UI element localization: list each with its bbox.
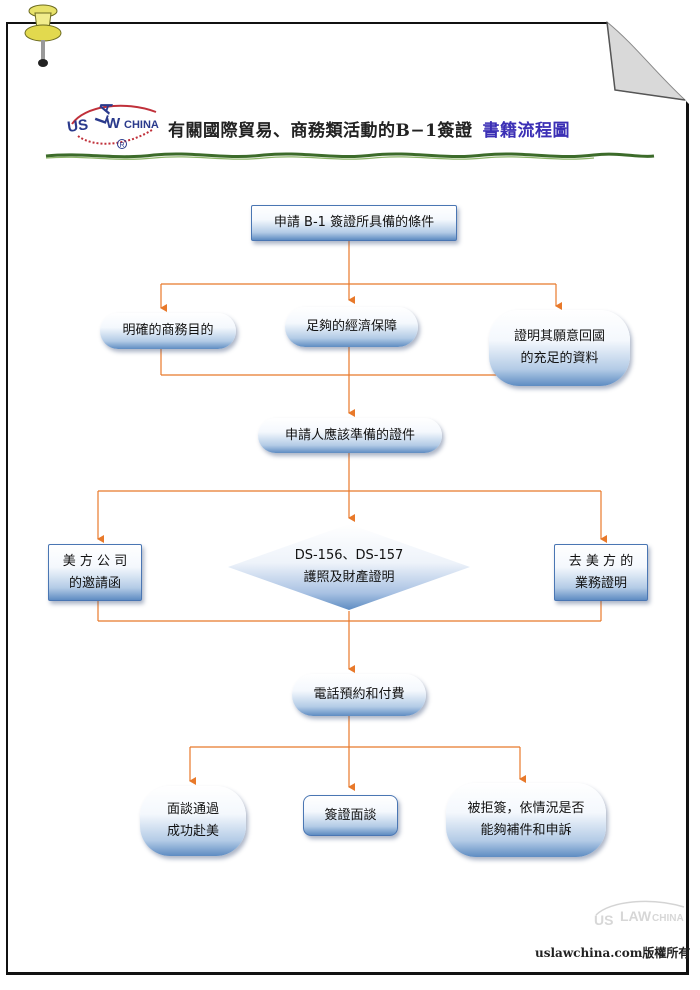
svg-text:CHINA: CHINA	[652, 913, 684, 924]
node-interview-passed-line1: 面談通過	[166, 802, 219, 817]
title-main: 有關國際貿易、商務類活動的B−1簽證	[168, 121, 473, 141]
node-forms-line1: DS-156、DS-157	[294, 548, 404, 563]
node-business-purpose: 明確的商務目的	[100, 313, 236, 349]
node-b1-conditions-label: 申請 B-1 簽證所具備的條件	[273, 215, 435, 230]
uslawchina-logo: US LA W CHINA R	[66, 99, 159, 149]
svg-text:US: US	[594, 912, 613, 928]
push-pin-icon	[24, 4, 62, 67]
node-us-company-invitation-line1: 美 方 公 司	[62, 553, 128, 569]
node-forms-line2: 護照及財產證明	[303, 570, 395, 585]
node-us-company-invitation: 美 方 公 司 的邀請函	[48, 544, 142, 601]
node-us-company-invitation-line2: 的邀請函	[68, 575, 121, 591]
node-financial-support: 足夠的經濟保障	[285, 307, 418, 347]
svg-text:R: R	[120, 142, 125, 149]
node-return-evidence-line2: 的充足的資料	[520, 351, 599, 366]
svg-text:W: W	[106, 115, 121, 132]
node-required-documents: 申請人應該準備的證件	[258, 418, 442, 453]
node-refused-appeal-line2: 能夠補件和申訴	[480, 823, 572, 838]
node-financial-support-label: 足夠的經濟保障	[305, 319, 397, 334]
page-curl-corner	[605, 20, 691, 106]
node-required-documents-label: 申請人應該準備的證件	[284, 427, 415, 443]
decorative-rule	[45, 152, 655, 160]
node-visa-interview: 簽證面談	[303, 795, 398, 836]
node-b1-conditions: 申請 B-1 簽證所具備的條件	[251, 205, 457, 241]
node-interview-passed-line2: 成功赴美	[166, 824, 219, 839]
node-us-business-proof-line2: 業務證明	[574, 575, 627, 591]
svg-text:CHINA: CHINA	[124, 119, 159, 131]
copyright-notice: uslawchina.com版權所有	[535, 946, 691, 960]
node-business-purpose-label: 明確的商務目的	[122, 323, 214, 338]
svg-text:US: US	[66, 116, 89, 136]
node-return-evidence-line1: 證明其願意回國	[513, 329, 605, 344]
node-return-evidence: 證明其願意回國 的充足的資料	[489, 310, 630, 386]
node-refused-appeal-line1: 被拒簽，依情況是否	[467, 801, 585, 816]
node-visa-interview-label: 簽證面談	[324, 807, 377, 823]
watermark-logo: US LAW CHINA	[594, 900, 685, 928]
page-title: 有關國際貿易、商務類活動的B−1簽證書籍流程圖	[168, 116, 570, 141]
node-refused-appeal: 被拒簽，依情況是否 能夠補件和申訴	[446, 783, 606, 857]
title-accent: 書籍流程圖	[482, 121, 570, 141]
node-us-business-proof: 去 美 方 的 業務證明	[554, 544, 648, 601]
node-appointment-payment: 電話預約和付費	[292, 674, 426, 716]
node-us-business-proof-line1: 去 美 方 的	[568, 553, 634, 569]
svg-text:LAW: LAW	[620, 908, 652, 924]
node-forms-passport-property	[228, 524, 470, 610]
node-appointment-payment-label: 電話預約和付費	[313, 687, 405, 702]
node-interview-passed: 面談通過 成功赴美	[140, 786, 246, 856]
node-forms-passport-property-text: DS-156、DS-157 護照及財產證明	[227, 523, 471, 611]
